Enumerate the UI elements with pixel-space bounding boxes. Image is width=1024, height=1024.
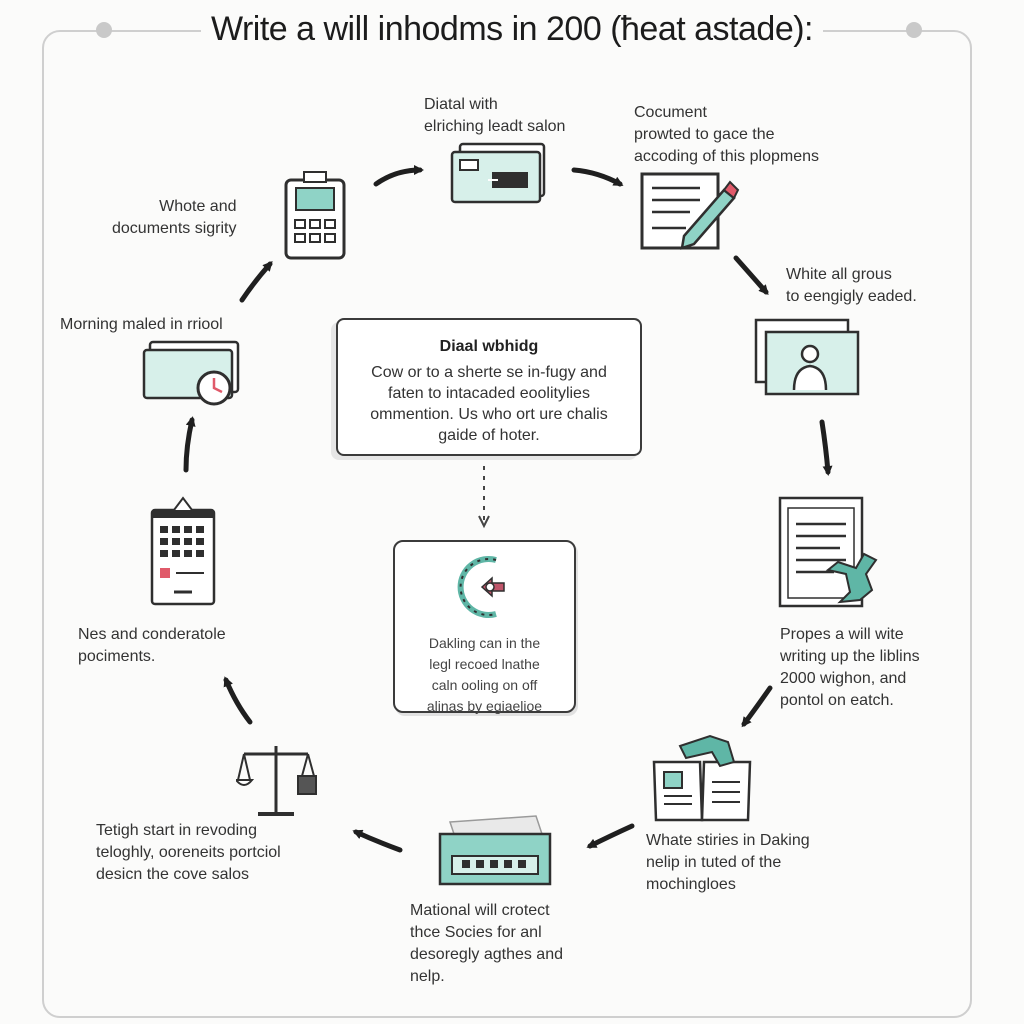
- document-pen-icon: [640, 172, 740, 250]
- banknote-icon: [438, 815, 552, 886]
- arrow-7: [352, 829, 403, 853]
- center-summary-box: Diaal wbhidg Cow or to a sherte se in-fu…: [336, 318, 642, 456]
- arrow-10: [239, 261, 273, 303]
- arrow-6: [586, 823, 635, 849]
- card-clock-icon: [142, 340, 240, 406]
- arrow-2: [571, 167, 624, 187]
- calendar-icon: [150, 496, 216, 606]
- document-plant-icon: [778, 496, 878, 608]
- frame-corner-dot-left: [96, 22, 112, 38]
- arrow-4: [819, 419, 833, 476]
- diagram-title: Write a will inhodms in 200 (ħeat astade…: [0, 10, 1024, 49]
- frame-corner-dot-right: [906, 22, 922, 38]
- calculator-icon: [284, 171, 346, 260]
- center-box-heading: Diaal wbhidg: [439, 338, 539, 355]
- scales-icon: [236, 746, 317, 816]
- arrow-5: [741, 685, 773, 728]
- seal-emblem-icon: [457, 556, 505, 618]
- arrow-9: [183, 416, 196, 473]
- arrow-3: [733, 255, 769, 296]
- open-book-icon: [652, 734, 752, 822]
- step-label-left-upper: Morning maled in rriool: [60, 316, 223, 333]
- dashed-connector-head: [478, 515, 490, 529]
- arrow-8: [223, 676, 253, 725]
- card-icon: [450, 142, 546, 204]
- arrow-1: [373, 165, 424, 187]
- profile-card-icon: [754, 318, 860, 396]
